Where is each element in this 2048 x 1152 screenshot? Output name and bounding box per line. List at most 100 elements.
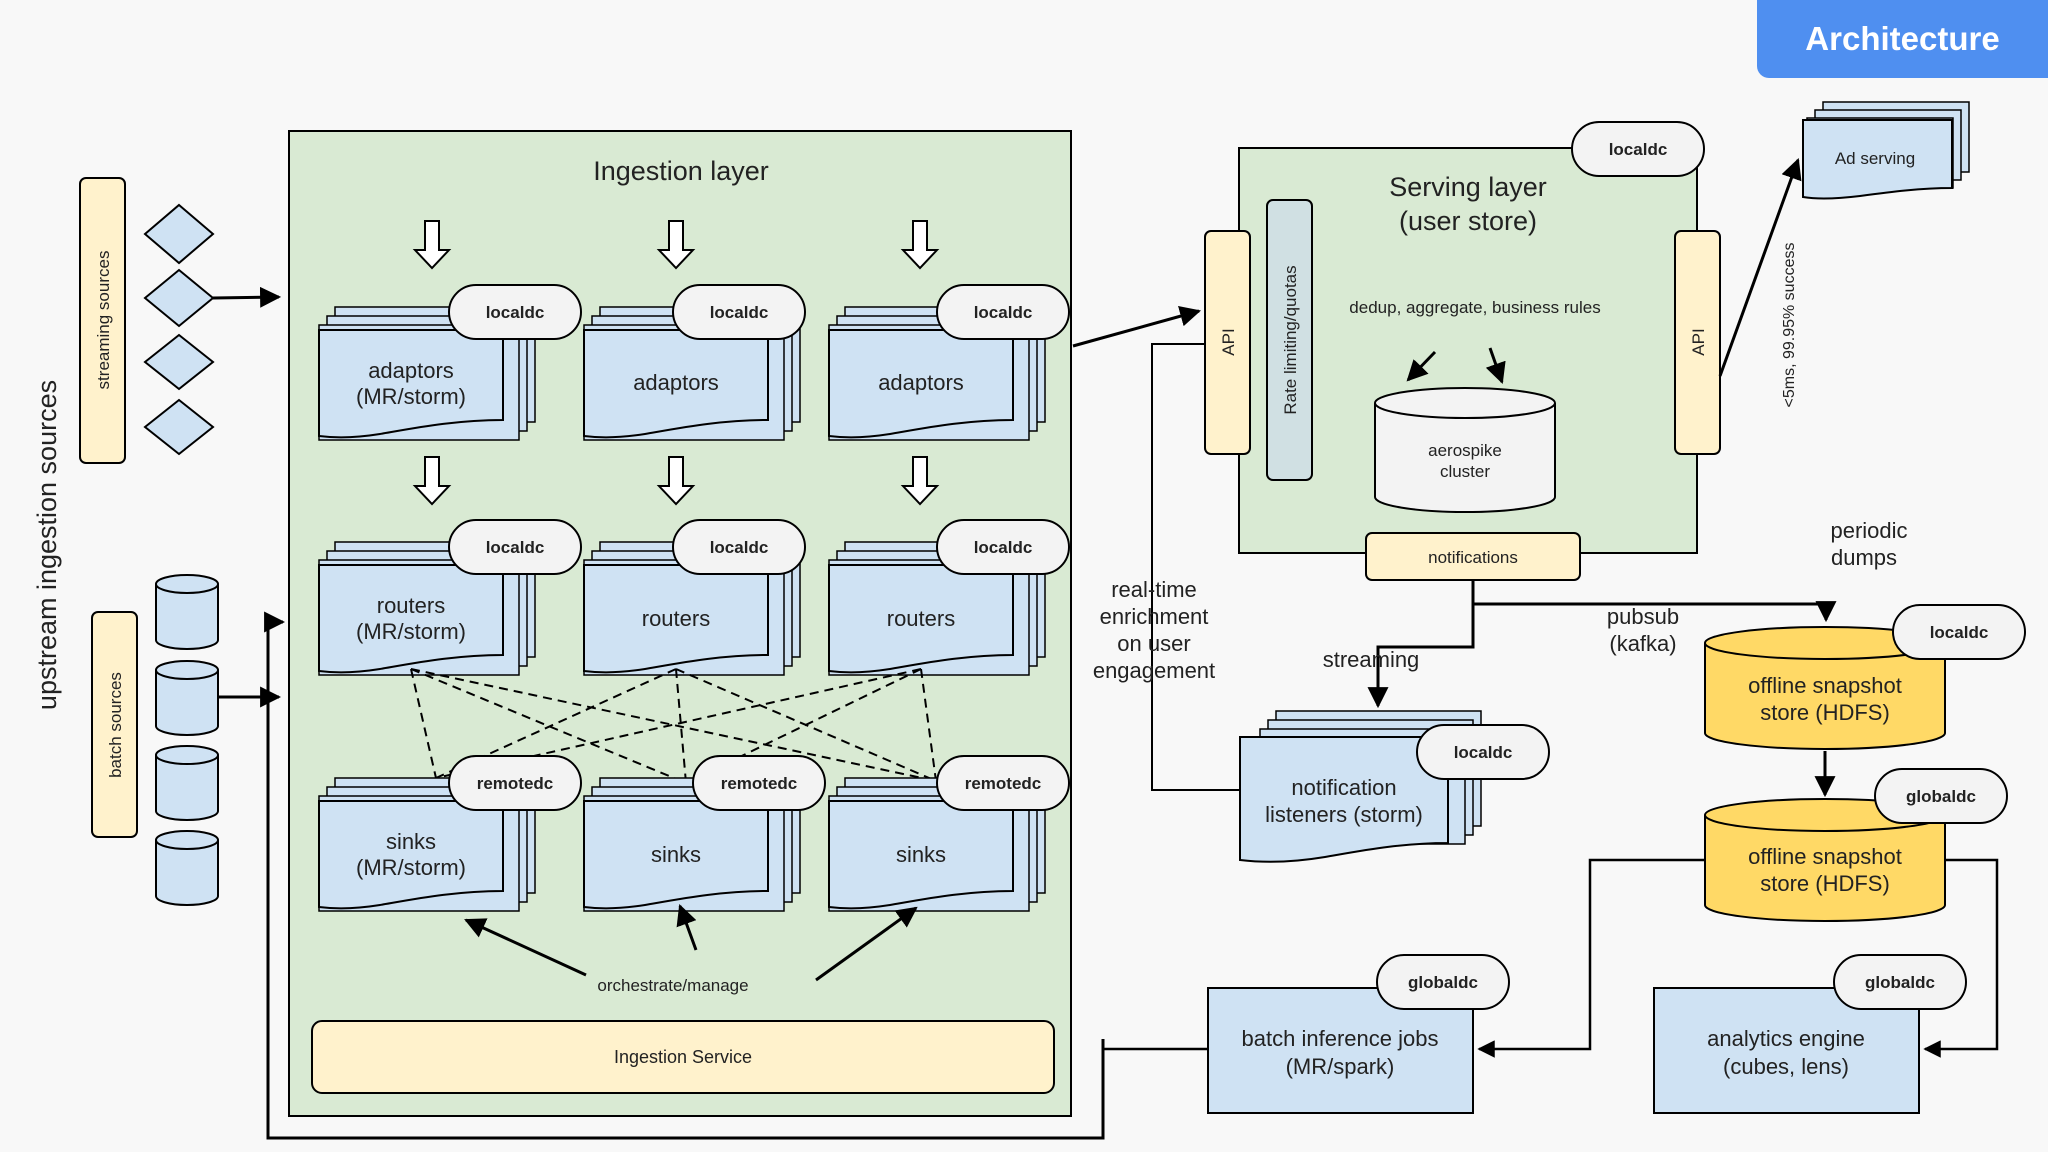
pubsub-sublabel: (kafka) — [1609, 631, 1676, 656]
svg-text:remotedc: remotedc — [721, 774, 798, 793]
sinks-2: sinks — [583, 777, 801, 912]
architecture-badge: Architecture — [1757, 0, 2048, 78]
ingestion-input-arrows — [212, 286, 1105, 1140]
streaming-label: streaming — [1323, 647, 1420, 672]
batch-inference-jobs: batch inference jobs (MR/spark) — [1207, 987, 1474, 1114]
streaming-sources-label: streaming sources — [94, 251, 113, 390]
svg-text:cluster: cluster — [1440, 462, 1490, 481]
batch-sources-label: batch sources — [106, 672, 125, 778]
upstream-label: upstream ingestion sources — [32, 380, 62, 710]
svg-text:analytics engine: analytics engine — [1707, 1026, 1865, 1051]
svg-text:notification: notification — [1291, 775, 1396, 800]
svg-text:Ad serving: Ad serving — [1835, 149, 1915, 168]
periodic-label: periodic — [1830, 518, 1907, 543]
svg-text:globaldc: globaldc — [1408, 973, 1478, 992]
svg-text:localdc: localdc — [974, 538, 1033, 557]
adaptors-mr-title: adaptors — [368, 358, 454, 383]
svg-text:(cubes, lens): (cubes, lens) — [1723, 1054, 1849, 1079]
sinks-mr-storm: sinks (MR/storm) — [318, 777, 536, 912]
latency-label: <5ms, 99.95% success — [1781, 243, 1798, 408]
svg-text:remotedc: remotedc — [477, 774, 554, 793]
svg-text:globaldc: globaldc — [1906, 787, 1976, 806]
localdc-pill: localdc — [936, 519, 1070, 575]
svg-text:Rate limiting/quotas: Rate limiting/quotas — [1281, 265, 1300, 414]
api-left: API — [1204, 230, 1251, 455]
localdc-pill: localdc — [672, 284, 806, 340]
remotedc-pill: remotedc — [936, 755, 1070, 811]
ingestion-layer-title: Ingestion layer — [593, 156, 769, 186]
svg-text:localdc: localdc — [710, 538, 769, 557]
streaming-sources-bar: streaming sources — [79, 177, 126, 464]
svg-text:offline snapshot: offline snapshot — [1748, 673, 1902, 698]
globaldc-pill: globaldc — [1376, 954, 1510, 1010]
svg-text:localdc: localdc — [1454, 743, 1513, 762]
routers-mr-storm: routers (MR/storm) — [318, 541, 536, 676]
sinks-label: sinks — [651, 842, 701, 867]
realtime-enrichment-label: real-time enrichment on user engagement — [1093, 577, 1215, 683]
notification-routes — [1367, 581, 1837, 709]
aerospike-cluster: aerospike cluster — [1374, 387, 1556, 513]
api-right: API — [1674, 230, 1721, 455]
remotedc-pill: remotedc — [448, 755, 582, 811]
aerospike-in-arrows — [1406, 347, 1506, 384]
remotedc-pill: remotedc — [692, 755, 826, 811]
localdc-pill: localdc — [936, 284, 1070, 340]
svg-text:batch inference jobs: batch inference jobs — [1242, 1026, 1439, 1051]
localdc-pill: localdc — [448, 519, 582, 575]
periodic-sublabel: dumps — [1831, 545, 1897, 570]
routers-mr-title: routers — [377, 593, 445, 618]
svg-text:API: API — [1689, 328, 1708, 355]
flow-down-arrows — [412, 220, 940, 506]
sinks-mr-title: sinks — [386, 829, 436, 854]
routers-label: routers — [642, 606, 710, 631]
svg-text:API: API — [1219, 328, 1238, 355]
svg-text:notifications: notifications — [1428, 548, 1518, 567]
sinks-label: sinks — [896, 842, 946, 867]
orchestrate-label: orchestrate/manage — [597, 976, 748, 995]
svg-text:enrichment: enrichment — [1100, 604, 1209, 629]
svg-text:store (HDFS): store (HDFS) — [1760, 700, 1890, 725]
sinks-to-api-arrow — [1072, 305, 1202, 348]
localdc-pill: localdc — [672, 519, 806, 575]
realtime-enrichment-loop — [1151, 343, 1240, 791]
svg-text:localdc: localdc — [1609, 140, 1668, 159]
pubsub-label: pubsub — [1607, 604, 1679, 629]
ad-serving: Ad serving — [1802, 101, 1970, 200]
offline-snapshot-store-global: offline snapshot store (HDFS) — [1704, 798, 1946, 922]
rate-limiting-bar: Rate limiting/quotas — [1266, 199, 1313, 481]
svg-text:on user: on user — [1117, 631, 1190, 656]
batch-sources-bar: batch sources — [91, 611, 138, 838]
orchestrate-arrows — [464, 904, 918, 982]
batch-source-cylinders — [155, 574, 219, 906]
svg-text:real-time: real-time — [1111, 577, 1197, 602]
notification-listeners: notification listeners (storm) — [1239, 710, 1482, 863]
adaptors-mr-subtitle: (MR/storm) — [356, 384, 466, 409]
streaming-source-diamonds — [143, 203, 215, 456]
adaptors-label: adaptors — [878, 370, 964, 395]
svg-text:localdc: localdc — [710, 303, 769, 322]
routers-2: routers — [583, 541, 801, 676]
adaptors-3: adaptors — [828, 306, 1046, 441]
svg-text:aerospike: aerospike — [1428, 441, 1502, 460]
adaptors-2: adaptors — [583, 306, 801, 441]
svg-text:Ingestion Service: Ingestion Service — [614, 1047, 752, 1067]
svg-text:localdc: localdc — [1930, 623, 1989, 642]
routers-label: routers — [887, 606, 955, 631]
notifications-bar: notifications — [1365, 532, 1581, 581]
sinks-mr-subtitle: (MR/storm) — [356, 855, 466, 880]
svg-text:localdc: localdc — [486, 538, 545, 557]
svg-text:localdc: localdc — [486, 303, 545, 322]
localdc-pill: localdc — [1892, 604, 2026, 660]
svg-text:globaldc: globaldc — [1865, 973, 1935, 992]
svg-text:localdc: localdc — [974, 303, 1033, 322]
localdc-pill: localdc — [448, 284, 582, 340]
dedup-label: dedup, aggregate, business rules — [1349, 298, 1600, 317]
serving-layer-subtitle: (user store) — [1399, 206, 1537, 236]
routers-3: routers — [828, 541, 1046, 676]
localdc-pill: localdc — [1571, 121, 1705, 177]
adaptors-label: adaptors — [633, 370, 719, 395]
routers-mr-subtitle: (MR/storm) — [356, 619, 466, 644]
svg-text:(MR/spark): (MR/spark) — [1286, 1054, 1395, 1079]
localdc-pill: localdc — [1416, 724, 1550, 780]
globaldc-pill: globaldc — [1833, 954, 1967, 1010]
